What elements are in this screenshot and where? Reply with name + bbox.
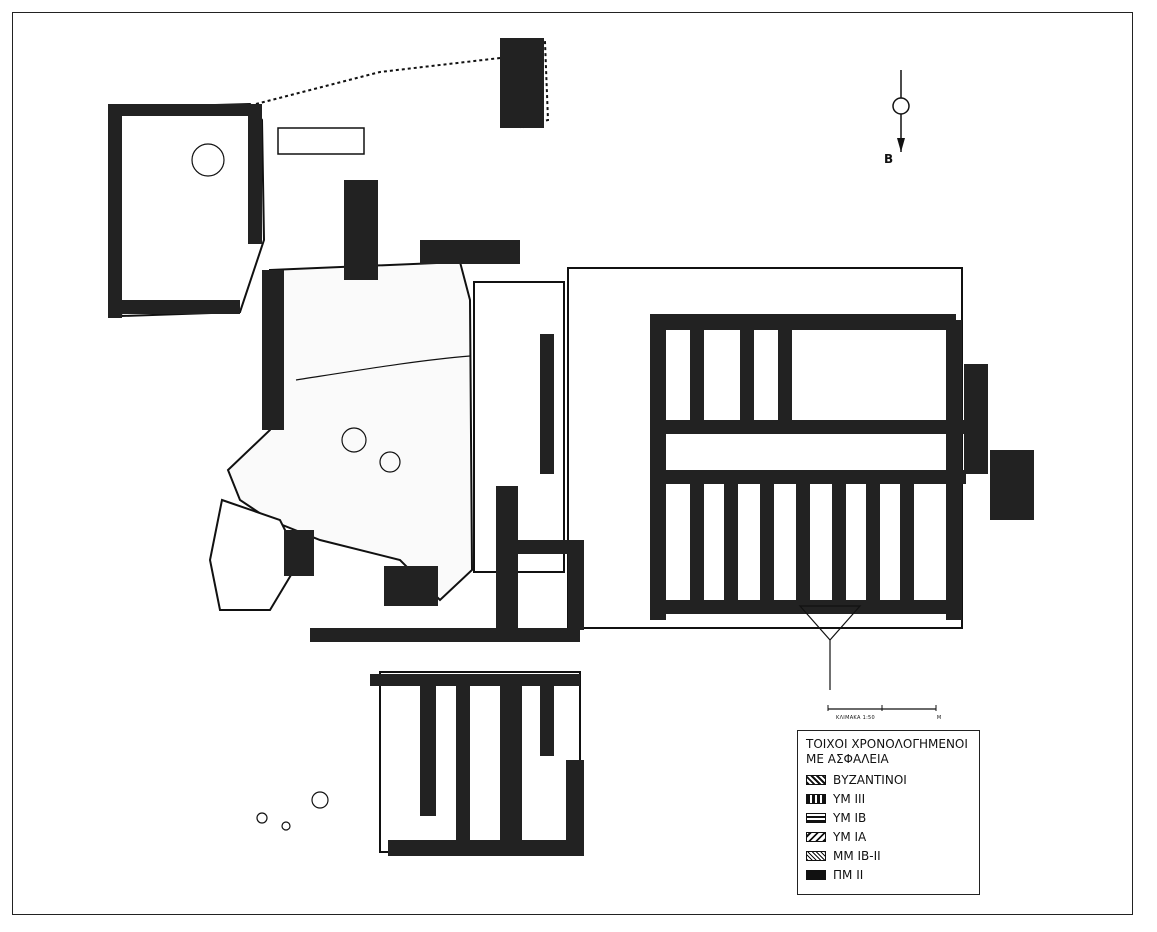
wall-nw-south <box>118 300 240 314</box>
compass-label: B <box>884 152 894 166</box>
legend-title: ΤΟΙΧΟΙ ΧΡΟΝΟΛΟΓΗΜΕΝΟΙ ΜΕ ΑΣΦΑΛΕΙΑ <box>806 737 971 767</box>
wall-far-east <box>964 364 988 474</box>
rectangular-feature <box>277 127 365 155</box>
wall-magazine-7 <box>900 484 914 604</box>
legend-item: ΥΜ ΙΒ <box>806 808 971 827</box>
legend-item: ΥΜ ΙΑ <box>806 827 971 846</box>
legend-item-label: ΥΜ ΙΒ <box>833 810 867 825</box>
scale-text: ΚΛΙΜΑΚΑ 1:50 <box>836 715 876 721</box>
wall-east-west <box>650 320 666 620</box>
wall-east-room1 <box>690 320 704 420</box>
stone-circle <box>379 451 401 473</box>
north-courtyard-edge <box>255 38 550 129</box>
legend-item: ΠΜ ΙΙ <box>806 865 971 884</box>
stone-circle <box>341 427 367 453</box>
scale-label: ΚΛΙΜΑΚΑ 1:50 M <box>836 715 942 721</box>
north-arrow-circle <box>892 97 910 115</box>
legend-item-label: ΜΜ ΙΒ-ΙΙ <box>833 848 881 863</box>
legend: ΤΟΙΧΟΙ ΧΡΟΝΟΛΟΓΗΜΕΝΟΙ ΜΕ ΑΣΦΑΛΕΙΑ ΒΥΖΑΝΤ… <box>797 730 980 895</box>
stone-circle <box>256 812 268 824</box>
legend-title-line2: ΜΕ ΑΣΦΑΛΕΙΑ <box>806 752 889 766</box>
wall-east-lower <box>650 470 966 484</box>
wall-court-northeast <box>420 240 520 264</box>
room-northwest <box>108 102 266 318</box>
legend-swatch <box>806 831 826 842</box>
wall-east-middle <box>650 420 966 434</box>
wall-south-2 <box>456 676 470 856</box>
wall-east-south <box>660 600 950 614</box>
legend-item: ΜΜ ΙΒ-ΙΙ <box>806 846 971 865</box>
ruin-far-east <box>990 450 1034 520</box>
wall-corridor-south <box>496 486 518 636</box>
wall-magazine-6 <box>866 484 880 604</box>
wall-south-1 <box>420 676 436 816</box>
central-court <box>226 260 474 602</box>
wall-east-room3 <box>778 320 792 420</box>
wall-south-bottom <box>388 840 578 856</box>
trapezoid-feature <box>798 605 862 641</box>
wall-corridor-east <box>540 334 554 474</box>
wall-nw-north <box>108 104 258 116</box>
legend-item: ΥΜ ΙΙΙ <box>806 789 971 808</box>
wall-magazine-4 <box>796 484 810 604</box>
wall-corridor-cross <box>496 540 576 554</box>
wall-south-long <box>310 628 580 642</box>
wall-east-east <box>946 320 962 620</box>
scale-bar <box>827 705 937 711</box>
legend-item: ΒΥΖΑΝΤΙΝΟΙ <box>806 770 971 789</box>
crack-line <box>295 355 471 381</box>
wall-magazine-2 <box>724 484 738 604</box>
wall-nw-west <box>108 108 122 318</box>
stone-circle <box>191 143 225 177</box>
legend-item-label: ΥΜ ΙΑ <box>833 829 867 844</box>
legend-swatch <box>806 850 826 861</box>
wall-south-4 <box>540 676 554 756</box>
stone-circle <box>281 821 291 831</box>
ruin-west-annex <box>284 530 314 576</box>
wall-south-top <box>370 674 580 686</box>
ruin-court-south <box>384 566 438 606</box>
wall-court-west <box>262 270 284 430</box>
wall-east-room2 <box>740 320 754 420</box>
wall-nw-east <box>248 104 262 244</box>
legend-title-line1: ΤΟΙΧΟΙ ΧΡΟΝΟΛΟΓΗΜΕΝΟΙ <box>806 737 968 751</box>
legend-swatch <box>806 812 826 823</box>
wall-court-north <box>344 180 378 280</box>
legend-swatch <box>806 774 826 785</box>
wall-south-5 <box>566 760 584 856</box>
wall-magazine-5 <box>832 484 846 604</box>
legend-swatch <box>806 869 826 880</box>
north-arrow <box>892 70 910 152</box>
wall-north-tower <box>500 38 544 128</box>
legend-swatch <box>806 793 826 804</box>
wall-east-north <box>650 314 956 330</box>
legend-item-label: ΥΜ ΙΙΙ <box>833 791 866 806</box>
stone-circle <box>311 791 329 809</box>
wall-magazine-1 <box>690 484 704 604</box>
legend-item-label: ΒΥΖΑΝΤΙΝΟΙ <box>833 772 907 787</box>
legend-item-label: ΠΜ ΙΙ <box>833 867 864 882</box>
scale-unit: M <box>936 715 942 721</box>
north-arrow-head <box>897 138 905 152</box>
wall-magazine-3 <box>760 484 774 604</box>
wall-south-3 <box>500 676 522 856</box>
wall-corridor-southeast <box>568 540 584 630</box>
west-annex <box>208 498 302 611</box>
